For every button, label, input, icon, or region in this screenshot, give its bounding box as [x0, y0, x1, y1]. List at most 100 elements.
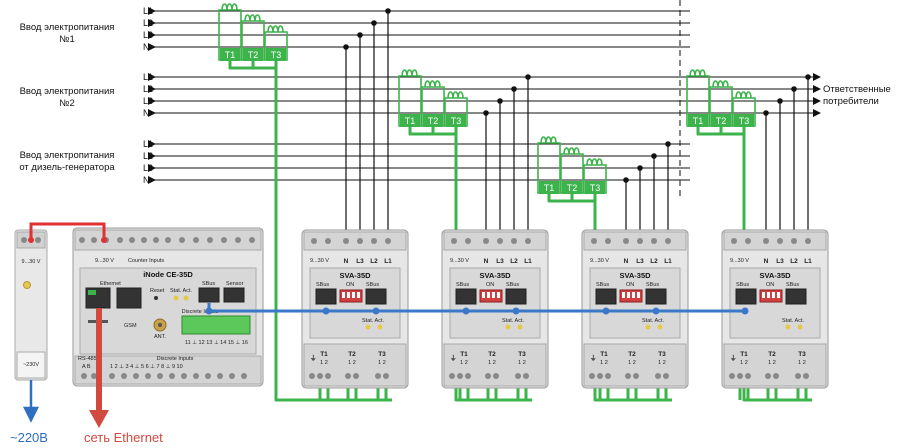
sva-terminal-label: N: [764, 258, 769, 265]
sva-on: ON: [626, 282, 634, 288]
inode-counter: Counter Inputs: [128, 258, 164, 264]
inode-module: 9...30 V Counter Inputs iNode CE-35D Eth…: [72, 227, 264, 387]
sva-sbus-port: [735, 288, 757, 305]
ct-4-1: T1: [686, 69, 710, 127]
bus-group-3: [148, 140, 690, 184]
sva-sbus-left: SBus: [596, 282, 609, 288]
g3-l1: L1: [143, 139, 153, 149]
sva-led: [377, 324, 383, 330]
sva-led: [785, 324, 791, 330]
sva-terminal-label: L1: [664, 258, 672, 265]
g2-l1: L1: [143, 72, 153, 82]
inode-ethernet: Ethernet: [100, 281, 121, 287]
sva-on: ON: [486, 282, 494, 288]
sva-ct-terminal: T3: [378, 351, 386, 358]
sva-status: Stat. Act.: [642, 318, 664, 324]
sva-sbus-port: [645, 288, 667, 305]
sva-ct-terminal: T1: [740, 351, 748, 358]
sva-ct-pins: 1 2: [488, 360, 496, 366]
sva-sbus-port: [595, 288, 617, 305]
sva-status: Stat. Act.: [362, 318, 384, 324]
ethernet-port-2: [116, 287, 142, 309]
ct-label: T1: [544, 183, 555, 193]
sva-dip-switch: [339, 289, 363, 303]
g2-l2: L2: [143, 84, 153, 94]
sva-ct-terminal: T2: [768, 351, 776, 358]
inode-sbus: SBus: [202, 281, 215, 287]
ct-label: T3: [451, 116, 462, 126]
ct-label: T1: [225, 50, 236, 60]
g1-l2: L2: [143, 18, 153, 28]
psu-voltage-top: 9...30 V: [22, 259, 41, 265]
ct-2-2: T2: [421, 80, 445, 127]
sva-ct-terminal: T1: [600, 351, 608, 358]
inode-discrete-pins: 11 ⊥ 12 13 ⊥ 14 15 ⊥ 16: [185, 339, 248, 346]
power-supply-module: 9...30 V ~230V: [14, 229, 48, 381]
sva-terminal-label: L3: [356, 258, 364, 265]
sva-ct-pins: 1 2: [798, 360, 806, 366]
sva-ct-terminal: T3: [518, 351, 526, 358]
group-1-line-1: Ввод электропитания: [20, 22, 115, 33]
sva-on: ON: [766, 282, 774, 288]
sva-led: [645, 324, 651, 330]
inode-rs-pins: A B: [82, 364, 91, 370]
bus-group-2: [148, 73, 821, 117]
ct-1-2: T2: [241, 14, 265, 61]
group-label-3: Ввод электропитания от дизель-генератора: [19, 150, 115, 173]
ct-4-2: T2: [709, 80, 733, 127]
sva-ct-pins: 1 2: [740, 360, 748, 366]
group-3-line-1: Ввод электропитания: [20, 150, 115, 161]
sva-ground: ⏚: [590, 354, 597, 362]
inode-status: Stat. Act.: [170, 288, 192, 294]
sva-sbus-left: SBus: [316, 282, 329, 288]
sva-terminal-label: L3: [776, 258, 784, 265]
sva-terminal-label: L2: [510, 258, 518, 265]
sva-ct-pins: 1 2: [518, 360, 526, 366]
sva-model: SVA-35D: [339, 271, 371, 280]
ct-label: T3: [739, 116, 750, 126]
sva-ground: ⏚: [730, 354, 737, 362]
sva-on: ON: [346, 282, 354, 288]
ct-label: T1: [405, 116, 416, 126]
ct-label: T2: [716, 116, 727, 126]
g2-n: N: [143, 108, 150, 118]
ct-1-1: T1: [218, 3, 242, 61]
sva-sbus-right: SBus: [506, 282, 519, 288]
power-wire: [29, 222, 106, 240]
sva-sbus-left: SBus: [456, 282, 469, 288]
sva-terminal-label: L2: [790, 258, 798, 265]
sbus-nodes: [205, 307, 749, 315]
sva-power: 9...30 V: [590, 258, 609, 264]
sbus-port: [198, 287, 220, 303]
group-2-line-1: Ввод электропитания: [20, 86, 115, 97]
sva-ct-terminal: T1: [460, 351, 468, 358]
group-3-line-2: от дизель-генератора: [19, 162, 115, 173]
power-arrow: [22, 380, 40, 423]
ct-3-2: T2: [560, 147, 584, 194]
sva-sbus-right: SBus: [786, 282, 799, 288]
consumers-line-2: потребители: [823, 96, 879, 107]
sva-ct-pins: 1 2: [628, 360, 636, 366]
sva-sbus-right: SBus: [366, 282, 379, 288]
discrete-terminal-block: [181, 315, 251, 335]
sva-terminal-label: N: [344, 258, 349, 265]
ct-label: T2: [248, 50, 259, 60]
sva-dip-switch: [479, 289, 503, 303]
inode-bottom-title: Discrete Inputs: [157, 356, 194, 362]
g2-l3: L3: [143, 96, 153, 106]
inode-reset: Reset: [150, 288, 165, 294]
sva-led: [797, 324, 803, 330]
sva-sbus-port: [785, 288, 807, 305]
ct-4-3: T3: [732, 91, 756, 127]
sva-model: SVA-35D: [759, 271, 791, 280]
sva-power: 9...30 V: [730, 258, 749, 264]
group-label-1: Ввод электропитания №1: [20, 22, 115, 45]
sva-terminal-label: L2: [370, 258, 378, 265]
sva-power: 9...30 V: [450, 258, 469, 264]
label-220v: ~220В: [10, 430, 48, 445]
sensor-port: [223, 287, 245, 303]
inode-ant: ANT.: [154, 334, 166, 340]
g1-l3: L3: [143, 30, 153, 40]
ct-1-3: T3: [264, 25, 288, 61]
